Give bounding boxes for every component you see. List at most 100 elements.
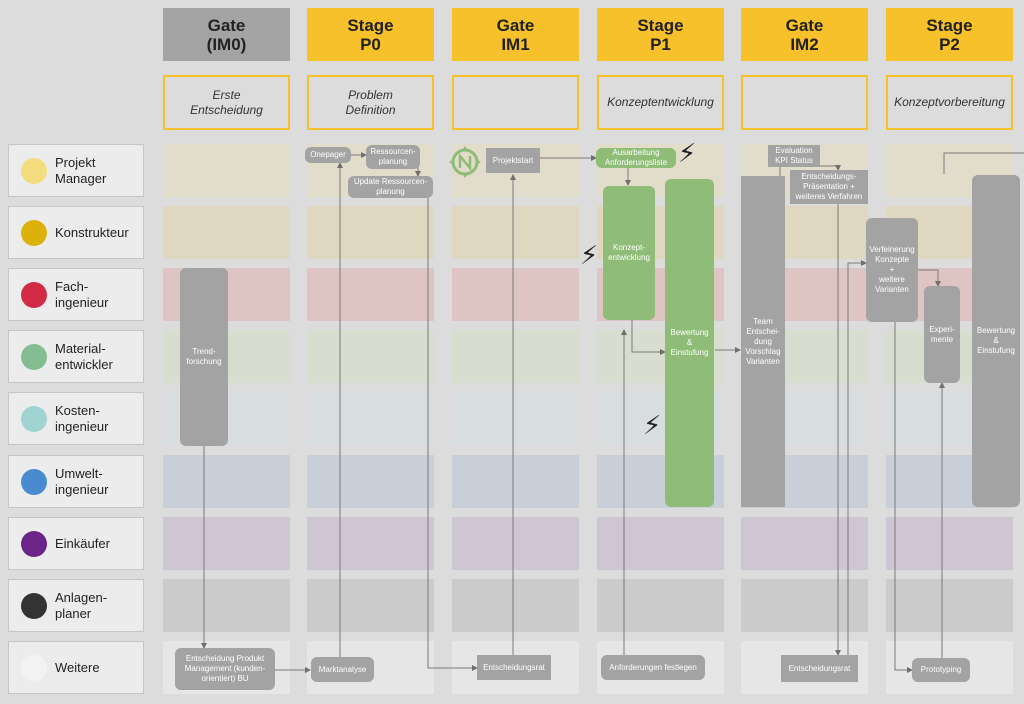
column-header-gate-im2: Gate IM2 <box>741 8 868 61</box>
lane-cell <box>163 206 290 259</box>
lane-cell <box>307 330 434 383</box>
column-header-line2: P0 <box>360 34 381 54</box>
task-prototyping: Prototyping <box>912 658 970 682</box>
lane-cell <box>741 517 868 570</box>
role-einkaeufer: Einkäufer <box>8 517 144 570</box>
role-label-line1: Kosten- <box>55 402 100 418</box>
lane-cell <box>452 330 579 383</box>
role-label-line1: Weitere <box>55 659 100 675</box>
lane-cell <box>452 392 579 445</box>
subtitle-line1: Konzeptvorbereitung <box>894 95 1005 109</box>
role-label-line2: ingenieur <box>55 481 109 497</box>
role-anlagenplaner: Anlagen-planer <box>8 579 144 632</box>
column-subtitle-im2 <box>741 75 868 130</box>
lane-cell <box>741 579 868 632</box>
role-dot <box>21 530 47 557</box>
role-label-line1: Anlagen- <box>55 589 108 605</box>
column-header-gate-im0: Gate (IM0) <box>163 8 290 61</box>
role-kosteningenieur: Kosten-ingenieur <box>8 392 144 445</box>
lane-cell <box>307 392 434 445</box>
lane-cell <box>597 579 724 632</box>
role-dot <box>21 343 47 370</box>
subtitle-line1: Erste <box>212 87 241 102</box>
task-entscheidungs-praesentation: Entscheidungs- Präsentation + weiteres V… <box>790 170 868 204</box>
role-konstrukteur: Konstrukteur <box>8 206 144 259</box>
column-subtitle-im1 <box>452 75 579 130</box>
task-konzeptentwicklung: Konzept- entwicklung <box>603 186 655 320</box>
column-header-line2: P1 <box>650 34 671 54</box>
task-verfeinerung-konzepte: Verfeinerung Konzepte + weitere Variante… <box>866 218 918 322</box>
task-projektstart: Projektstart <box>486 148 540 173</box>
role-label-line2: Manager <box>55 170 107 186</box>
role-dot <box>21 219 47 246</box>
role-label-line2: entwickler <box>55 356 113 372</box>
task-entscheidungsrat-2: Entscheidungsrat <box>781 655 858 682</box>
lane-cell <box>886 517 1013 570</box>
lane-cell <box>452 517 579 570</box>
lane-cell <box>452 206 579 259</box>
subtitle-line2: Entscheidung <box>190 102 263 117</box>
role-weitere: Weitere <box>8 641 144 694</box>
role-dot <box>21 468 47 495</box>
role-label-line2: ingenieur <box>55 418 109 434</box>
role-dot <box>21 654 47 681</box>
column-header-line1: Gate <box>785 15 824 35</box>
column-header-line2: (IM0) <box>206 34 247 54</box>
task-ressourcenplanung: Ressourcen- planung <box>366 145 420 169</box>
arrow <box>894 322 913 673</box>
lightning-icon: ⚡︎ <box>678 138 697 168</box>
lane-cell <box>163 455 290 508</box>
task-onepager: Onepager <box>305 147 351 163</box>
lane-cell <box>886 579 1013 632</box>
task-evaluation-kpi-status: Evaluation KPI Status <box>768 145 820 167</box>
role-label-line1: Projekt <box>55 154 96 170</box>
column-header-line1: Stage <box>347 15 394 35</box>
role-materialentwickler: Material-entwickler <box>8 330 144 383</box>
lane-cell <box>163 517 290 570</box>
role-dot <box>21 405 47 432</box>
role-label-line1: Umwelt- <box>55 465 103 481</box>
lightning-icon: ⚡︎ <box>580 240 599 270</box>
role-fachingenieur: Fach-ingenieur <box>8 268 144 321</box>
role-label-line2: ingenieur <box>55 294 109 310</box>
column-header-line2: P2 <box>939 34 960 54</box>
task-entscheidungsrat-1: Entscheidungsrat <box>477 655 551 680</box>
column-header-line2: IM2 <box>790 34 819 54</box>
column-subtitle-p1: Konzeptentwicklung <box>597 75 724 130</box>
column-header-line1: Stage <box>926 15 973 35</box>
role-label-line1: Konstrukteur <box>55 224 129 240</box>
role-dot <box>21 281 47 308</box>
task-trendforschung: Trend- forschung <box>180 268 228 446</box>
lane-cell <box>452 455 579 508</box>
role-dot <box>21 592 47 619</box>
column-header-gate-im1: Gate IM1 <box>452 8 579 61</box>
role-label-line1: Material- <box>55 340 106 356</box>
lane-cell <box>597 517 724 570</box>
lane-cell <box>307 579 434 632</box>
lane-cell <box>307 206 434 259</box>
column-subtitle-p2: Konzeptvorbereitung <box>886 75 1013 130</box>
task-team-entscheidung: Team Entschei- dung Vorschlag Varianten <box>741 176 785 507</box>
column-header-line1: Stage <box>637 15 684 35</box>
task-marktanalyse: Marktanalyse <box>311 657 374 682</box>
column-header-stage-p0: Stage P0 <box>307 8 434 61</box>
task-bewertung-einstufung-p1: Bewertung & Einstufung <box>665 179 714 507</box>
task-ausarbeitung-anforderungsliste: Ausarbeitung Anforderungsliste <box>596 148 676 168</box>
lane-cell <box>163 579 290 632</box>
subtitle-line1: Problem <box>348 87 393 102</box>
column-header-line1: Gate <box>496 15 535 35</box>
arrow <box>918 269 941 287</box>
task-experimente: Experi- mente <box>924 286 960 383</box>
lane-cell <box>307 268 434 321</box>
lane-cell <box>452 268 579 321</box>
compass-logo-icon <box>448 145 482 179</box>
lightning-icon: ⚡︎ <box>643 410 662 440</box>
arrow <box>943 152 1024 174</box>
role-umweltingenieur: Umwelt-ingenieur <box>8 455 144 508</box>
arrow <box>427 198 478 671</box>
subtitle-line2: Definition <box>345 102 396 117</box>
